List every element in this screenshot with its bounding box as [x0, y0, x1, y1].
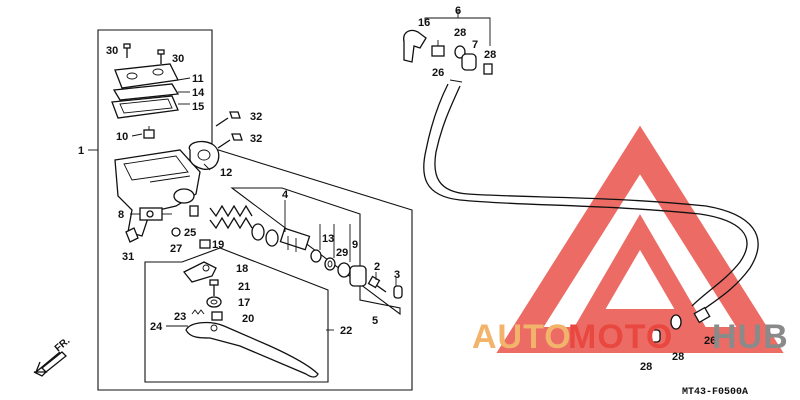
bolt-32-b [217, 133, 243, 149]
diaphragm-15 [111, 95, 179, 119]
screw-31 [125, 227, 139, 243]
screw-30-b [157, 49, 165, 64]
callout-14: 14 [192, 87, 205, 99]
callout-18: 18 [236, 263, 248, 275]
callout-28-top-b: 28 [484, 49, 496, 61]
piston-frame-5 [230, 187, 401, 316]
fitting-10 [143, 126, 155, 139]
callout-21: 21 [238, 281, 250, 293]
callout-13: 13 [322, 233, 334, 245]
callout-8: 8 [118, 209, 124, 221]
diagram-code: MT43-F0500A [682, 387, 748, 398]
callout-6: 6 [455, 5, 461, 17]
nut-20 [211, 311, 223, 321]
washer-13 [310, 249, 322, 263]
watermark-triangle-outer [496, 125, 784, 353]
cable-fitting-26-top [431, 40, 445, 57]
watermark-logo [496, 125, 784, 353]
clutch-lever-24 [185, 321, 319, 378]
callout-15: 15 [192, 101, 204, 113]
callout-10: 10 [116, 131, 128, 143]
callout-28-bottom-a: 28 [672, 351, 684, 363]
bushing-17 [206, 296, 222, 308]
callout-28-bottom-b: 28 [640, 361, 652, 373]
banjo-7 [461, 53, 477, 71]
callout-3: 3 [394, 269, 400, 281]
hose [423, 79, 759, 313]
callout-4: 4 [282, 189, 289, 201]
callout-9: 9 [352, 239, 358, 251]
callout-28-top-a: 28 [454, 27, 466, 39]
callout-32-a: 32 [250, 111, 262, 123]
plug-5-body [349, 265, 367, 287]
screw-25 [189, 205, 199, 217]
front-direction-arrow: FR. [33, 335, 73, 377]
callout-2: 2 [374, 261, 380, 273]
bolt-21 [209, 279, 219, 296]
callout-30-b: 30 [172, 53, 184, 65]
reservoir-cap-11 [114, 63, 179, 89]
boot-3 [393, 285, 403, 299]
callout-29: 29 [336, 247, 348, 259]
washer-28-bottom-b [649, 329, 661, 343]
callout-5: 5 [372, 315, 378, 327]
callout-31: 31 [122, 251, 134, 263]
callout-26-top: 26 [432, 67, 444, 79]
cable-fitting-26-bottom [693, 306, 711, 324]
pin-27 [171, 227, 181, 237]
callout-16: 16 [418, 17, 430, 29]
spring-4 [209, 204, 253, 230]
callout-32-b: 32 [250, 133, 262, 145]
leader-lines [88, 77, 397, 331]
callout-19: 19 [212, 239, 224, 251]
switch-8 [139, 207, 172, 221]
callout-7: 7 [472, 39, 478, 51]
callout-22: 22 [340, 325, 352, 337]
bracket-6 [424, 17, 491, 46]
ring-29 [324, 257, 336, 271]
boot-19 [199, 239, 211, 249]
screw-30-a [123, 43, 131, 58]
pivot-18 [182, 261, 217, 283]
watermark-text-hub: HUB [712, 318, 789, 356]
cup-9 [337, 262, 351, 278]
callout-24: 24 [150, 321, 163, 333]
callout-25: 25 [184, 227, 196, 239]
front-direction-label: FR. [53, 335, 73, 354]
bolt-32-a [215, 111, 241, 127]
lever-frame-22 [144, 247, 329, 383]
callout-11: 11 [192, 73, 204, 85]
watermark-text: AUTO MOTO HUB [472, 318, 789, 356]
watermark-text-auto: AUTO [472, 318, 572, 356]
diaphragm-plate-14 [112, 83, 180, 101]
holder-12 [188, 140, 220, 170]
watermark-text-moto: MOTO [568, 318, 673, 356]
callout-27: 27 [170, 243, 182, 255]
assembly-frame-1 [97, 29, 413, 391]
callout-26-bottom: 26 [704, 335, 716, 347]
callout-1: 1 [78, 145, 84, 157]
callout-12: 12 [220, 167, 232, 179]
piston-cup [251, 223, 279, 247]
master-cylinder-body [114, 149, 201, 237]
watermark-triangle-inner [574, 214, 706, 327]
washer-28-bottom-a [670, 314, 682, 330]
callout-labels: 1 2 3 4 5 6 7 8 9 10 11 12 13 14 15 16 1… [78, 5, 716, 373]
piston-assembly [279, 227, 311, 252]
pushrod-2 [367, 275, 387, 293]
callout-17: 17 [238, 297, 250, 309]
washer-28-top-b [483, 63, 493, 75]
callout-20: 20 [242, 313, 254, 325]
cable-16-elbow [403, 29, 427, 63]
callout-23: 23 [174, 311, 186, 323]
spring-23 [191, 309, 205, 315]
callout-30-a: 30 [106, 45, 118, 57]
